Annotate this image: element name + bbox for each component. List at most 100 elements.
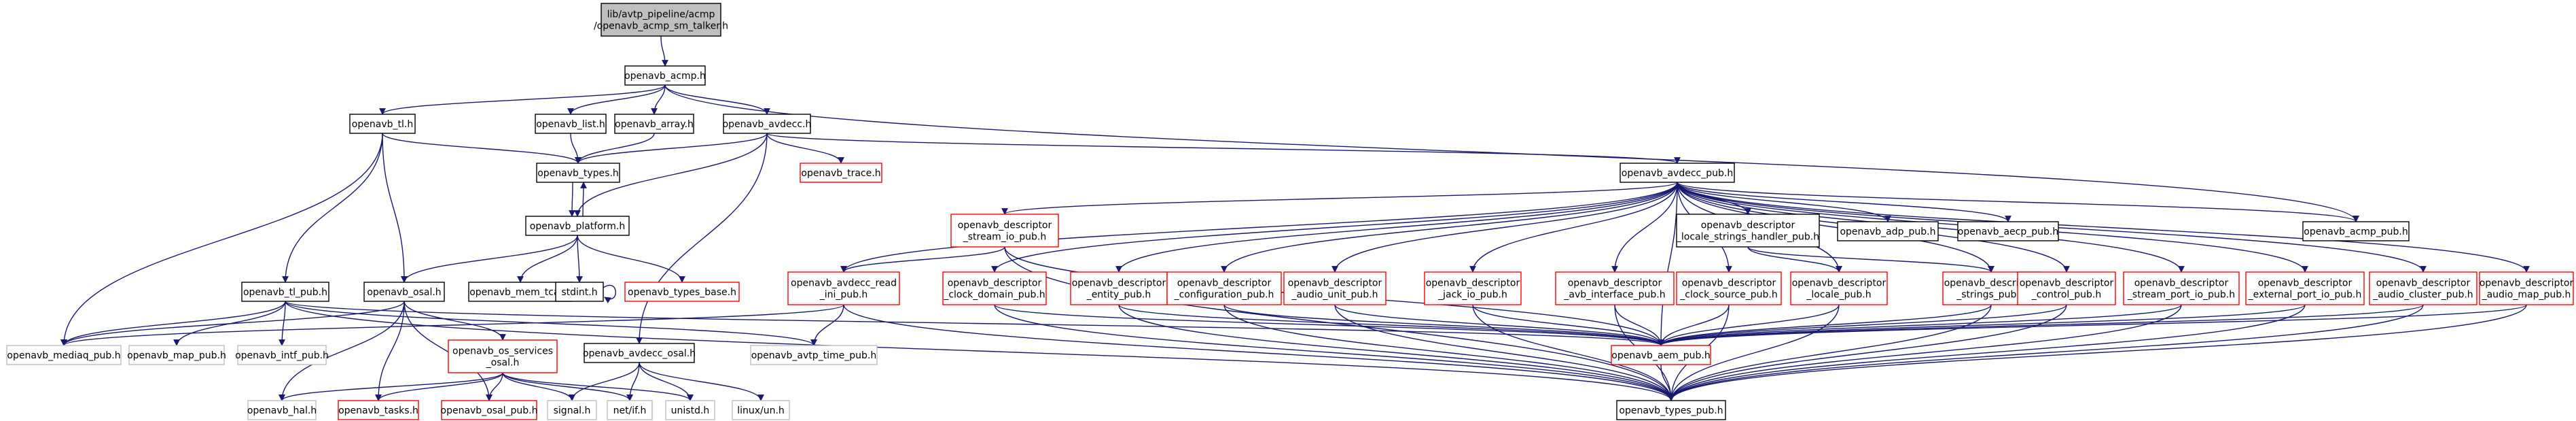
node-box	[363, 282, 445, 302]
edge-tl-to-mediaq_pub	[60, 133, 383, 346]
edge-audio_map-to-types_pub	[1668, 304, 2527, 401]
node-os-services[interactable]: openavb_os_services_osal.h	[448, 339, 558, 373]
node-box	[241, 282, 329, 302]
node-aem-pub[interactable]: openavb_aem_pub.h	[1611, 345, 1711, 365]
node-box	[247, 400, 317, 420]
edge-avdecc_pub-to-adp_pub	[1677, 182, 1891, 222]
node-tl[interactable]: openavb_tl.h	[349, 114, 416, 134]
node-platform[interactable]: openavb_platform.h	[525, 216, 630, 236]
node-label: openavb_hal.h	[247, 405, 317, 416]
node-locale[interactable]: openavb_descriptor_locale_pub.h	[1790, 271, 1888, 305]
node-clock-domain[interactable]: openavb_descriptor_clock_domain_pub.h	[942, 271, 1047, 305]
node-audio-unit[interactable]: openavb_descriptor_audio_unit_pub.h	[1283, 271, 1387, 305]
node-root: lib/avtp_pipeline/acmp/openavb_acmp_sm_t…	[594, 3, 728, 37]
edge-avdecc_pub-to-jack_io	[1469, 182, 1678, 273]
node-acmp[interactable]: openavb_acmp.h	[624, 65, 706, 86]
node-label: openavb_types_base.h	[628, 287, 736, 298]
node-label: _audio_unit_pub.h	[1291, 290, 1378, 301]
node-label: openavb_acmp_pub.h	[2304, 226, 2408, 237]
node-label: openavb_descriptor	[2376, 278, 2471, 289]
node-trace[interactable]: openavb_trace.h	[800, 163, 882, 183]
node-avdecc-osal[interactable]: openavb_avdecc_osal.h	[583, 343, 696, 363]
edge-avdecc_read_ini-to-mediaq_pub	[60, 304, 844, 346]
node-array[interactable]: openavb_array.h	[614, 114, 694, 134]
node-configuration[interactable]: openavb_descriptor_configuration_pub.h	[1166, 271, 1282, 305]
edge-tl_pub-to-aem_pub	[285, 301, 1664, 346]
node-linux-un: linux/un.h	[732, 400, 790, 420]
node-box	[555, 282, 604, 302]
node-control[interactable]: openavb_descriptor_control_pub.h	[2017, 271, 2116, 305]
node-osal[interactable]: openavb_osal.h	[363, 282, 445, 302]
node-entity[interactable]: openavb_descriptor_entity_pub.h	[1070, 271, 1168, 305]
edge-avdecc_pub-to-aem_pub	[1658, 182, 1678, 346]
node-label: openavb_aem_pub.h	[1611, 350, 1711, 361]
node-label: openavb_osal.h	[367, 287, 441, 298]
node-box	[1620, 163, 1735, 183]
node-avdecc[interactable]: openavb_avdecc.h	[723, 114, 812, 134]
node-avdecc-pub[interactable]: openavb_avdecc_pub.h	[1620, 163, 1735, 183]
node-label: _clock_domain_pub.h	[943, 290, 1045, 301]
edge-control-to-types_pub	[1668, 304, 2067, 401]
edge-tl-to-types	[382, 133, 582, 164]
node-locale-strings[interactable]: openavb_descriptor_locale_strings_handle…	[1676, 214, 1820, 248]
edge-avdecc_read_ini-to-types_pub	[843, 304, 1675, 401]
node-audio-cluster[interactable]: openavb_descriptor_audio_cluster_pub.h	[2369, 271, 2477, 305]
node-box	[2369, 271, 2477, 305]
node-types-base[interactable]: openavb_types_base.h	[624, 282, 740, 302]
node-label: openavb_acmp.h	[624, 71, 706, 82]
node-aecp-pub[interactable]: openavb_aecp_pub.h	[1957, 221, 2059, 241]
node-box	[525, 216, 630, 236]
node-box	[1676, 271, 1782, 305]
edge-locale-to-aem_pub	[1658, 304, 1840, 346]
node-types[interactable]: openavb_types.h	[536, 163, 620, 183]
node-box	[665, 400, 715, 420]
node-desc-stream-io[interactable]: openavb_descriptor_stream_io_pub.h	[950, 214, 1059, 248]
node-label: _ini_pub.h	[819, 290, 868, 301]
edge-audio_cluster-to-types_pub	[1668, 304, 2424, 401]
node-clock-source[interactable]: openavb_descriptor_clock_source_pub.h	[1676, 271, 1782, 305]
edge-avdecc-to-avdecc_pub	[766, 133, 1681, 164]
edge-jack_io-to-types_pub	[1472, 304, 1675, 401]
node-stream-port-io[interactable]: openavb_descriptor_stream_port_io_pub.h	[2123, 271, 2240, 305]
node-tl-pub[interactable]: openavb_tl_pub.h	[241, 282, 329, 302]
node-box	[950, 214, 1059, 248]
node-label: _audio_map_pub.h	[2482, 290, 2571, 301]
node-label: openavb_descriptor	[1177, 278, 1272, 289]
node-box	[732, 400, 790, 420]
node-label: _jack_io_pub.h	[1437, 290, 1507, 301]
node-box	[2017, 271, 2116, 305]
node-label: openavb_descriptor	[1072, 278, 1166, 289]
node-avdecc-read-ini[interactable]: openavb_avdecc_read_ini_pub.h	[787, 271, 900, 305]
node-list[interactable]: openavb_list.h	[535, 114, 607, 134]
node-types-pub[interactable]: openavb_types_pub.h	[1616, 400, 1726, 420]
node-stdint[interactable]: stdint.h	[555, 282, 604, 302]
edge-osal-to-tasks	[375, 301, 405, 401]
node-jack-io[interactable]: openavb_descriptor_jack_io_pub.h	[1424, 271, 1522, 305]
edge-audio_unit-to-aem_pub	[1334, 304, 1664, 346]
node-external-port-io[interactable]: openavb_descriptor_external_port_io_pub.…	[2245, 271, 2365, 305]
node-label: openavb_trace.h	[801, 168, 880, 179]
edge-os_services-to-unistd	[502, 372, 694, 401]
node-box	[448, 339, 558, 373]
node-adp-pub[interactable]: openavb_adp_pub.h	[1837, 221, 1939, 241]
node-box	[1424, 271, 1522, 305]
node-label: openavb_descriptor	[1701, 220, 1795, 231]
edge-array-to-types	[575, 133, 655, 164]
node-label: openavb_descriptor	[2020, 278, 2114, 289]
edge-avdecc-to-platform	[574, 133, 768, 217]
edge-configuration-to-aem_pub	[1223, 304, 1664, 346]
node-osal-pub[interactable]: openavb_osal_pub.h	[441, 400, 538, 420]
node-label: openavb_types_pub.h	[1619, 405, 1723, 416]
edge-osal-to-osal_pub	[404, 301, 493, 401]
node-box	[607, 400, 653, 420]
edge-avdecc-to-types	[575, 133, 768, 164]
node-box	[942, 271, 1047, 305]
edge-tl-to-tl_pub	[282, 133, 383, 283]
node-acmp-pub[interactable]: openavb_acmp_pub.h	[2302, 221, 2410, 241]
node-avb-interface[interactable]: openavb_descriptor_avb_interface_pub.h	[1555, 271, 1675, 305]
node-tasks[interactable]: openavb_tasks.h	[338, 400, 419, 420]
node-audio-map[interactable]: openavb_descriptor_audio_map_pub.h	[2479, 271, 2574, 305]
edge-platform-to-types	[580, 182, 587, 217]
node-label: _control_pub.h	[2031, 290, 2102, 301]
edge-desc_stream_io-to-types_pub	[1004, 246, 1675, 401]
